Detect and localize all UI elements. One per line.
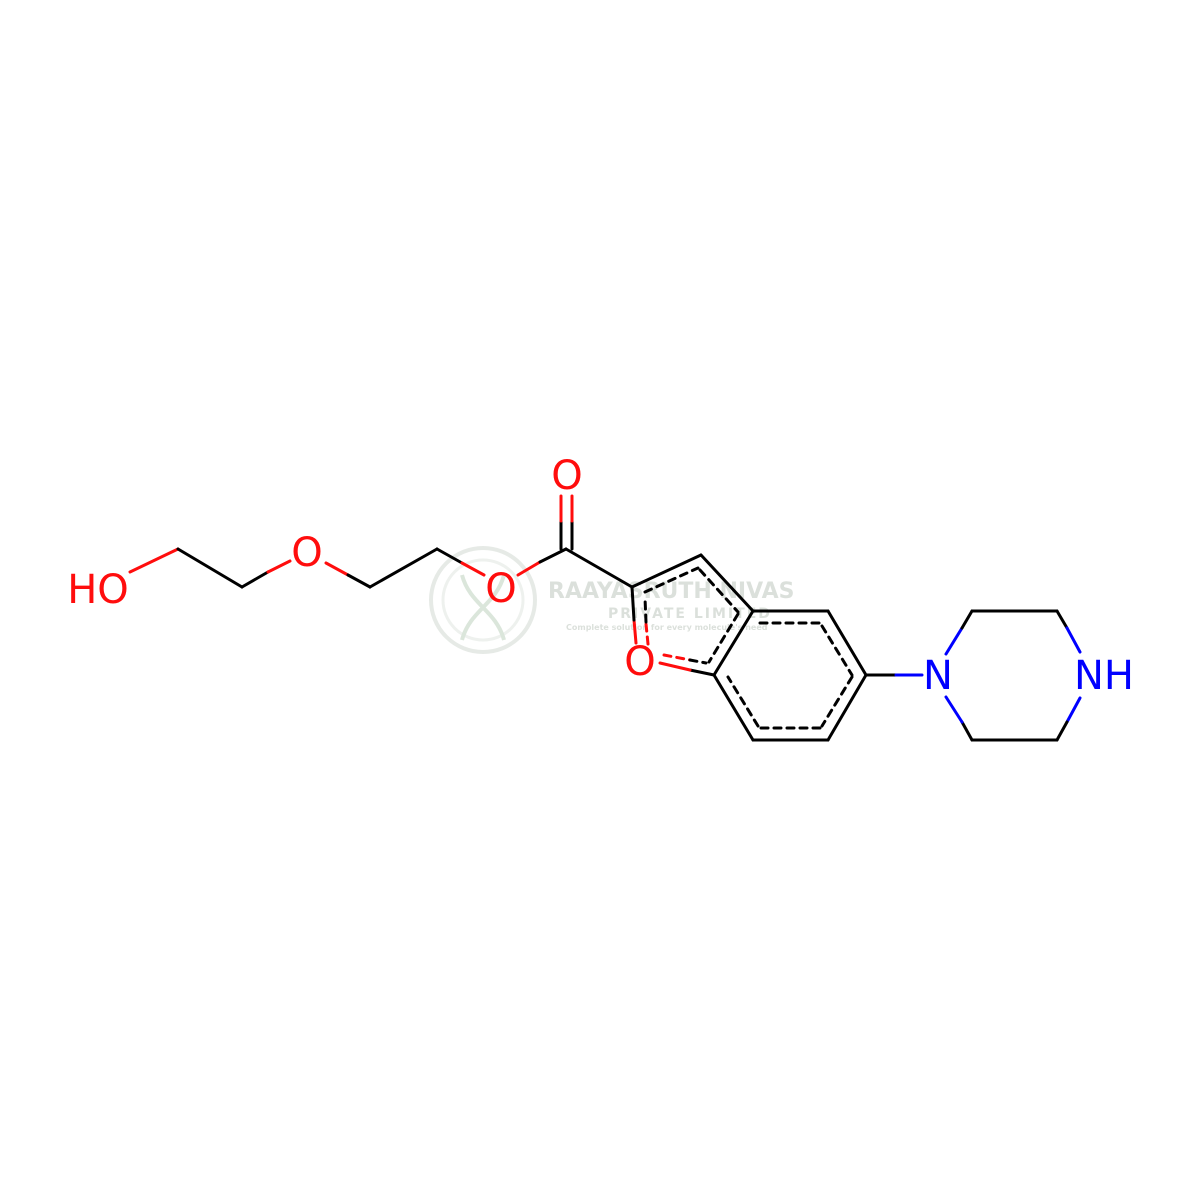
bond-c2-o-black [240, 570, 270, 589]
bond-benz-c5-c6 [826, 673, 868, 742]
bond-pip-c3-n4-blue [1065, 626, 1082, 654]
atom-ester-oxygen: O [485, 566, 516, 612]
watermark-helix-icon [460, 574, 506, 641]
bond-o-carbonyl-black [538, 547, 568, 564]
atom-carbonyl-oxygen: O [551, 453, 582, 499]
atom-piperazine-nh: NH [1074, 653, 1134, 699]
bond-furan-c3-c3a [699, 553, 755, 613]
bond-o-carbonyl-red [516, 560, 542, 577]
bond-furan-arom-5-red [644, 622, 650, 646]
bond-pip-c6-n1-black [960, 720, 974, 742]
bond-o-c3-black [346, 573, 372, 589]
watermark-logo-icon [429, 546, 537, 654]
bond-furan-arom-4-red [662, 653, 692, 662]
bond-furan-arom-3 [707, 612, 740, 664]
bond-c-furan [564, 547, 634, 589]
atom-furan-oxygen: O [624, 639, 655, 685]
bond-furan-c3a-c7a [712, 609, 755, 677]
bond-furan-c7a-o-red [658, 661, 692, 672]
bond-pip-n1-c2-blue [944, 626, 964, 656]
watermark-company-name: RAAYASRUTH NIVAS [548, 579, 794, 604]
bond-oh-c1 [128, 547, 180, 574]
atom-piperazine-n1: N [923, 653, 953, 699]
bond-benz-arom-5 [726, 675, 760, 728]
atom-labels: HO O O O O N NH [67, 453, 1134, 699]
bond-furan-o-c2-red [632, 618, 638, 645]
bond-furan-arom-1 [643, 566, 700, 594]
bond-furan-arom-2 [698, 568, 740, 614]
bond-c1-c2 [176, 547, 244, 589]
bond-c4-o-black [435, 547, 464, 565]
bond-furan-c7a-o-black [688, 668, 716, 677]
bond-furan-arom-4-black [688, 658, 708, 665]
bond-pip-c6-n1-blue [944, 695, 964, 724]
watermark-subtitle: PRIVATE LIMITED [608, 606, 772, 622]
bond-o-c3-red [324, 561, 350, 577]
bond-furan-arom-5-black [643, 596, 648, 624]
watermark-tagline: Complete solution for every molecule's n… [566, 623, 768, 632]
bond-benz-arom-3 [820, 675, 854, 728]
bond-c3-c4 [368, 547, 439, 589]
bond-benz-c4-c5 [826, 609, 868, 677]
bond-furan-c2-c3 [630, 553, 703, 589]
bond-pip-c3-n4-black [1055, 609, 1069, 630]
bond-pip-n4-c5-blue [1065, 696, 1082, 724]
watermark-logo-inner-icon [441, 558, 525, 642]
bond-pip-n1-c2-black [960, 609, 974, 630]
bonds [128, 494, 1082, 742]
atom-ether-oxygen: O [291, 530, 322, 576]
bond-pip-n4-c5-black [1055, 720, 1069, 742]
bond-c4-o-red [460, 561, 486, 577]
bond-benz-c7-c7a [712, 673, 755, 742]
bond-benz-arom-2 [820, 624, 854, 677]
bond-furan-o-c2-black [630, 585, 636, 622]
watermark: RAAYASRUTH NIVAS PRIVATE LIMITED Complet… [429, 546, 794, 654]
atom-hydroxyl: HO [67, 567, 129, 613]
bond-c2-o-red [266, 559, 292, 574]
